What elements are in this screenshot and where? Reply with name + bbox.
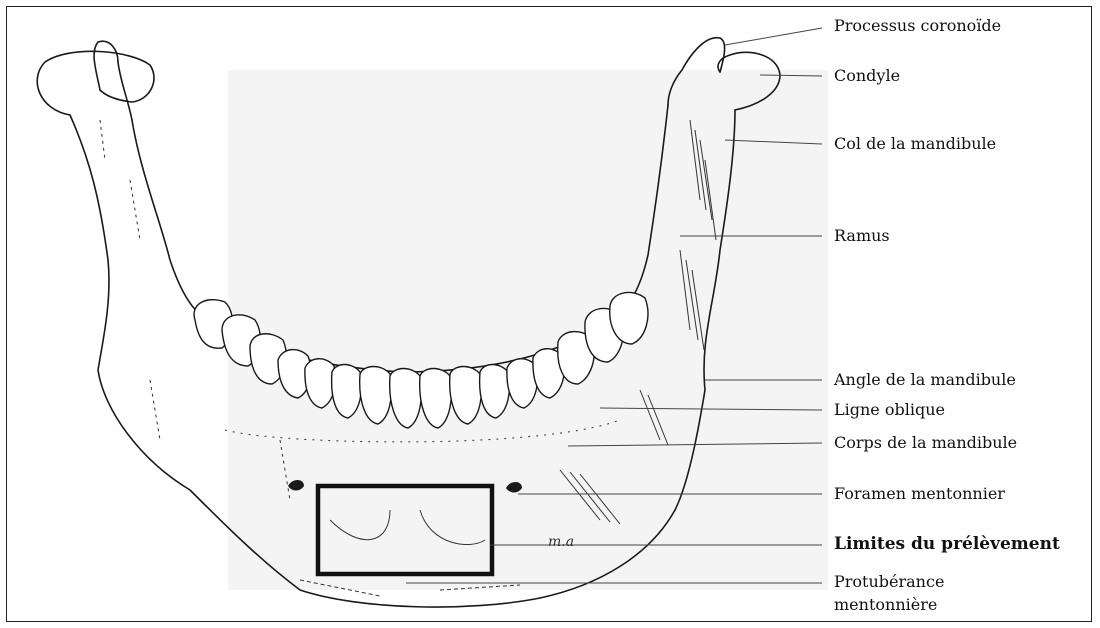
label-col-mandibule: Col de la mandibule <box>834 134 996 154</box>
label-ramus: Ramus <box>834 226 890 246</box>
label-protuberance-line1: Protubérance <box>834 572 944 592</box>
label-angle-mandibule: Angle de la mandibule <box>834 370 1016 390</box>
artist-signature: m.a <box>548 532 574 552</box>
label-foramen-mentonnier: Foramen mentonnier <box>834 484 1005 504</box>
label-limites-prelevement: Limites du prélèvement <box>834 534 1060 554</box>
label-protuberance-line2: mentonnière <box>834 595 937 615</box>
label-corps-mandibule: Corps de la mandibule <box>834 433 1017 453</box>
left-condyle <box>37 51 154 115</box>
label-processus-coronoide: Processus coronoïde <box>834 16 1001 36</box>
label-condyle: Condyle <box>834 66 900 86</box>
left-ramus-inner <box>132 120 205 318</box>
label-ligne-oblique: Ligne oblique <box>834 400 945 420</box>
